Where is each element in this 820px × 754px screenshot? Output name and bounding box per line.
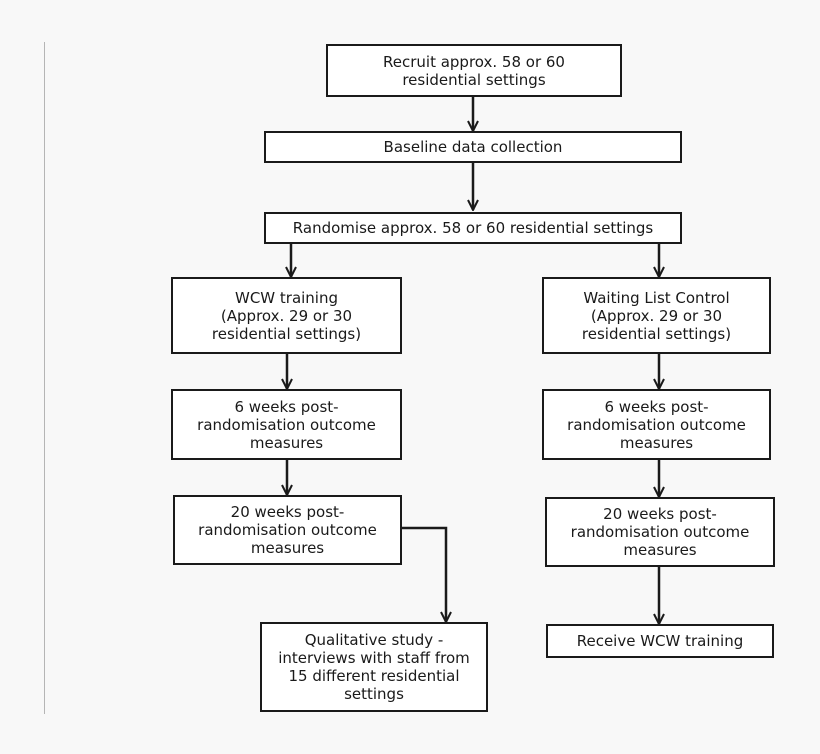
box-text-line: measures: [250, 539, 325, 557]
box-text-line: residential settings: [402, 70, 546, 89]
box-text-line: Qualitative study -: [304, 631, 444, 649]
box-text-line: randomisation outcome: [567, 415, 746, 434]
box-text-line: randomisation outcome: [197, 415, 376, 434]
box-text-line: 15 different residential: [288, 667, 460, 685]
box-text-line: measures: [623, 541, 697, 559]
box-text-line: Randomise approx. 58 or 60 residential s…: [292, 219, 654, 237]
box-text-line: WCW training: [234, 288, 338, 307]
box-text-line: settings: [344, 685, 404, 703]
randomise-box: Randomise approx. 58 or 60 residential s…: [264, 212, 682, 244]
box-text-line: 20 weeks post-: [230, 503, 345, 521]
box-text-line: randomisation outcome: [198, 521, 377, 539]
box-text-line: measures: [619, 433, 694, 452]
box-text-line: (Approx. 29 or 30: [590, 306, 723, 325]
box-text-line: 6 weeks post-: [234, 397, 339, 416]
box-text-line: randomisation outcome: [570, 523, 750, 541]
box-text-line: Waiting List Control: [583, 288, 730, 307]
baseline-box: Baseline data collection: [264, 131, 682, 163]
qualitative-study-box: Qualitative study -interviews with staff…: [260, 622, 488, 712]
box-text-line: residential settings): [581, 324, 732, 343]
box-text-line: 6 weeks post-: [604, 397, 709, 416]
arrow-wcw-20weeks-to-qualitative: [402, 526, 446, 622]
box-text-line: Receive WCW training: [576, 632, 744, 650]
box-text-line: 20 weeks post-: [603, 505, 717, 523]
box-text-line: measures: [249, 433, 324, 452]
box-text-line: residential settings): [211, 324, 362, 343]
box-text-line: Baseline data collection: [383, 138, 563, 156]
box-text-line: Recruit approx. 58 or 60: [383, 52, 565, 71]
left-divider-line: [44, 42, 45, 714]
box-text-line: interviews with staff from: [278, 649, 470, 667]
box-text-line: (Approx. 29 or 30: [220, 306, 353, 325]
receive-wcw-training-box: Receive WCW training: [546, 624, 774, 658]
